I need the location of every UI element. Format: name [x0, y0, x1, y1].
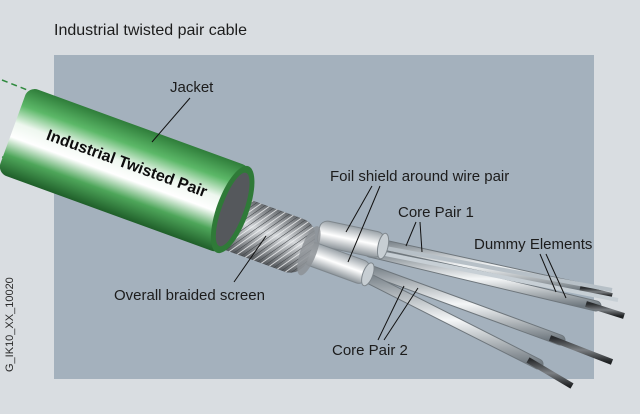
page-title: Industrial twisted pair cable: [54, 22, 247, 39]
foil-shield-leader-b: [347, 185, 381, 263]
core-pair-2-wires: [358, 262, 614, 389]
callout-labels: Jacket Foil shield around wire pair Core…: [114, 79, 592, 359]
dummy-element-wires: [379, 245, 619, 302]
jacket-label: Jacket: [170, 79, 214, 96]
core-pair-1-leader-a: [405, 221, 417, 247]
core-pair-1-leader-b: [419, 221, 423, 253]
dummy-elements-label: Dummy Elements: [474, 236, 592, 253]
foil-shields: [303, 220, 390, 287]
jacket: Industrial Twisted Pair: [0, 89, 255, 254]
braided-screen-label: Overall braided screen: [114, 287, 265, 304]
dummy-elements-leader-a: [539, 253, 557, 293]
dummy-elements-leader-b: [545, 253, 567, 299]
jacket-leader: [151, 97, 191, 143]
core-pair-2-leader-b: [383, 287, 419, 341]
foil-shield-pair-1: [316, 220, 390, 260]
core-wires: [358, 236, 625, 389]
leader-lines: [151, 97, 567, 341]
core-pair-2-label: Core Pair 2: [332, 342, 408, 359]
core-pair-2-leader-a: [377, 285, 405, 341]
core-pair-1-label: Core Pair 1: [398, 204, 474, 221]
foil-shield-label: Foil shield around wire pair: [330, 168, 509, 185]
foil-shield-leader-a: [345, 185, 373, 233]
foil-shield-pair-2: [303, 242, 375, 287]
braided-screen-leader: [233, 235, 267, 283]
